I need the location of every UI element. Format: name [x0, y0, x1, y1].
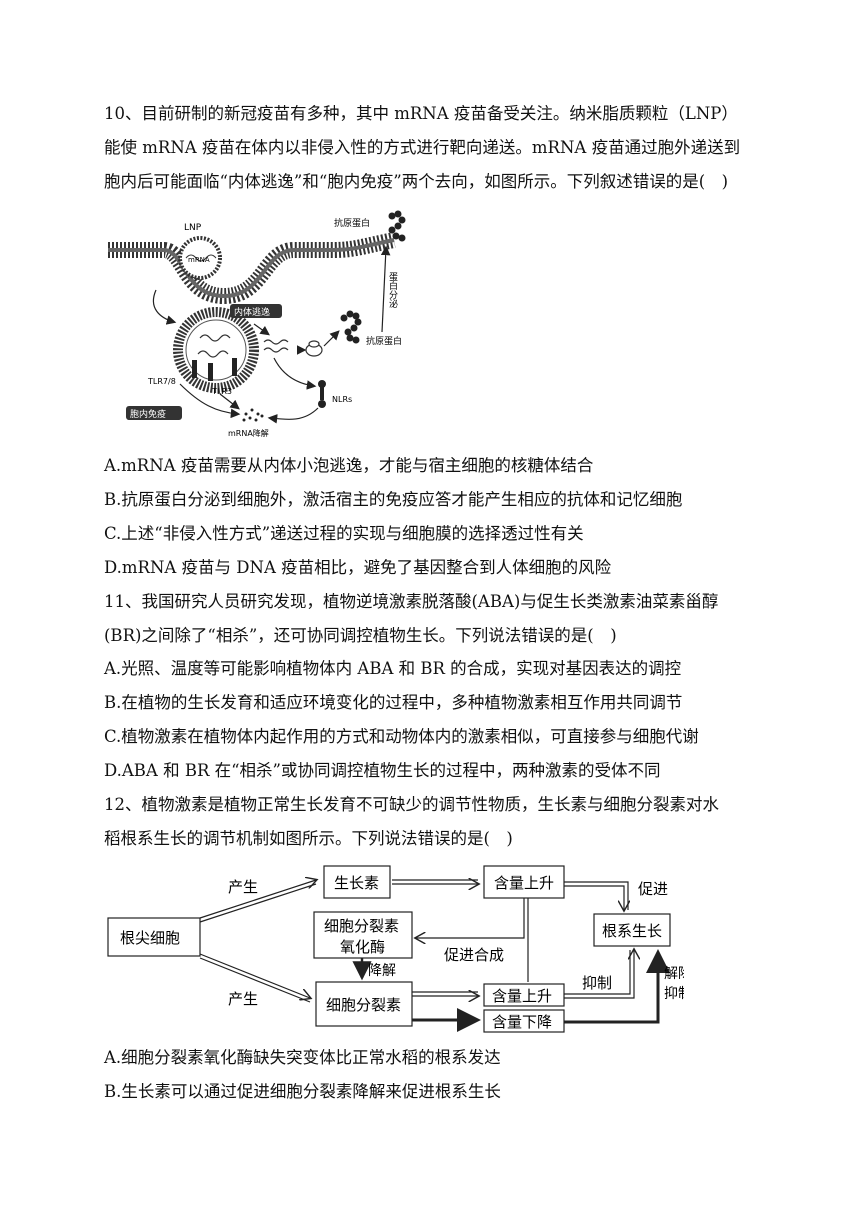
content-up-top-label: 含量上升: [494, 874, 554, 892]
q12-hormone-diagram: 根尖细胞 生长素 含量上升 根系生长 细胞分裂素 氧化酶 细胞分裂素 含量上升 …: [107, 865, 684, 1033]
cell-membrane: [108, 232, 396, 305]
antigen-mid-label: 抗原蛋白: [366, 335, 402, 347]
mrna-label: mRNA: [188, 256, 210, 264]
relieve-label: 解除: [664, 966, 684, 982]
auxin-box: [323, 865, 391, 899]
q10-stem-line-1: 10、目前研制的新冠疫苗有多种，其中 mRNA 疫苗备受关注。纳米脂质颗粒（LN…: [104, 104, 738, 123]
q11-option-b: B.在植物的生长发育和适应环境变化的过程中，多种植物激素相互作用共同调节: [104, 693, 683, 712]
cytokinin-label: 细胞分裂素: [326, 996, 401, 1014]
cko-label-line2: 氧化酶: [340, 938, 385, 956]
tlr78-label: TLR7/8: [147, 377, 176, 386]
mrna-fragments: [242, 408, 264, 422]
tlr3-label: TLR3: [211, 387, 232, 396]
content-up-bottom-box: [483, 983, 565, 1007]
produce-top-label: 产生: [228, 878, 258, 896]
intracellular-immunity-box: [126, 406, 182, 420]
auxin-label: 生长素: [334, 874, 379, 892]
q11-option-d: D.ABA 和 BR 在“相杀”或协同调控植物生长的过程中，两种激素的受体不同: [104, 761, 661, 780]
produce-bottom-label: 产生: [228, 990, 258, 1008]
q10-option-d: D.mRNA 疫苗与 DNA 疫苗相比，避免了基因整合到人体细胞的风险: [104, 558, 612, 577]
q12-stem-line-2: 稻根系生长的调节机制如图所示。下列说法错误的是( ): [104, 829, 513, 848]
endosome: [173, 307, 259, 393]
q10-option-c: C.上述“非侵入性方式”递送过程的实现与细胞膜的选择透过性有关: [104, 524, 584, 543]
inhibit-label: 抑制: [582, 974, 612, 992]
q10-stem-line-3: 胞内后可能面临“内体逃逸”和“胞内免疫”两个去向，如图所示。下列叙述错误的是( …: [104, 172, 729, 191]
nlrs-label: NLRs: [332, 395, 352, 404]
antigen-top-label: 抗原蛋白: [334, 217, 370, 229]
content-down-label: 含量下降: [492, 1013, 552, 1031]
content-up-bottom-label: 含量上升: [492, 987, 552, 1005]
q10-vaccine-diagram: LNP mRNA 内体逃逸 抗原蛋白 抗原蛋白 蛋白分泌: [108, 210, 406, 438]
nlrs-icon: [318, 380, 326, 408]
root-tip-cell-label: 根尖细胞: [120, 929, 180, 947]
q11-stem-line-1: 11、我国研究人员研究发现，植物逆境激素脱落酸(ABA)与促生长类激素油菜素甾醇: [104, 592, 719, 611]
root-tip-cell-box: [107, 917, 201, 957]
lnp-particle: [178, 236, 222, 280]
cko-label-line1: 细胞分裂素: [324, 917, 399, 935]
antigen-protein-top: [388, 210, 406, 242]
secretion-label: 蛋白分泌: [387, 272, 398, 308]
q11-option-a: A.光照、温度等可能影响植物体内 ABA 和 BR 的合成，实现对基因表达的调控: [104, 659, 682, 678]
intracellular-immunity-label: 胞内免疫: [130, 408, 166, 420]
q10-stem-line-2: 能使 mRNA 疫苗在体内以非侵入性的方式进行靶向递送。mRNA 疫苗通过胞外递…: [104, 138, 741, 157]
q12-option-b: B.生长素可以通过促进细胞分裂素降解来促进根系生长: [104, 1082, 501, 1101]
degradation-label: 降解: [368, 963, 396, 979]
relieve-inhibit-label: 抑制: [664, 986, 684, 1002]
q12-option-a: A.细胞分裂素氧化酶缺失突变体比正常水稻的根系发达: [104, 1048, 501, 1067]
promote-label: 促进: [638, 880, 668, 898]
content-up-top-box: [483, 865, 565, 899]
endosome-escape-box: [230, 304, 282, 318]
ribosome-icon: [305, 340, 323, 357]
root-growth-label: 根系生长: [602, 922, 662, 940]
lnp-label: LNP: [184, 223, 202, 233]
endosome-escape-label: 内体逃逸: [234, 306, 270, 318]
q10-option-a: A.mRNA 疫苗需要从内体小泡逃逸，才能与宿主细胞的核糖体结合: [104, 456, 594, 475]
q11-option-c: C.植物激素在植物体内起作用的方式和动物体内的激素相似，可直接参与细胞代谢: [104, 727, 699, 746]
q10-option-b: B.抗原蛋白分泌到细胞外，激活宿主的免疫应答才能产生相应的抗体和记忆细胞: [104, 490, 683, 509]
q11-stem-line-2: (BR)之间除了“相杀”，还可协同调控植物生长。下列说法错误的是( ): [104, 626, 617, 645]
antigen-protein-mid: [340, 310, 362, 344]
mrna-degradation-label: mRNA降解: [228, 428, 269, 438]
promote-synthesis-label: 促进合成: [444, 946, 504, 964]
q12-stem-line-1: 12、植物激素是植物正常生长发育不可缺少的调节性物质，生长素与细胞分裂素对水: [104, 795, 719, 814]
root-growth-box: [593, 913, 671, 947]
cytokinin-box: [315, 981, 413, 1027]
escaped-mrna: [263, 339, 289, 353]
